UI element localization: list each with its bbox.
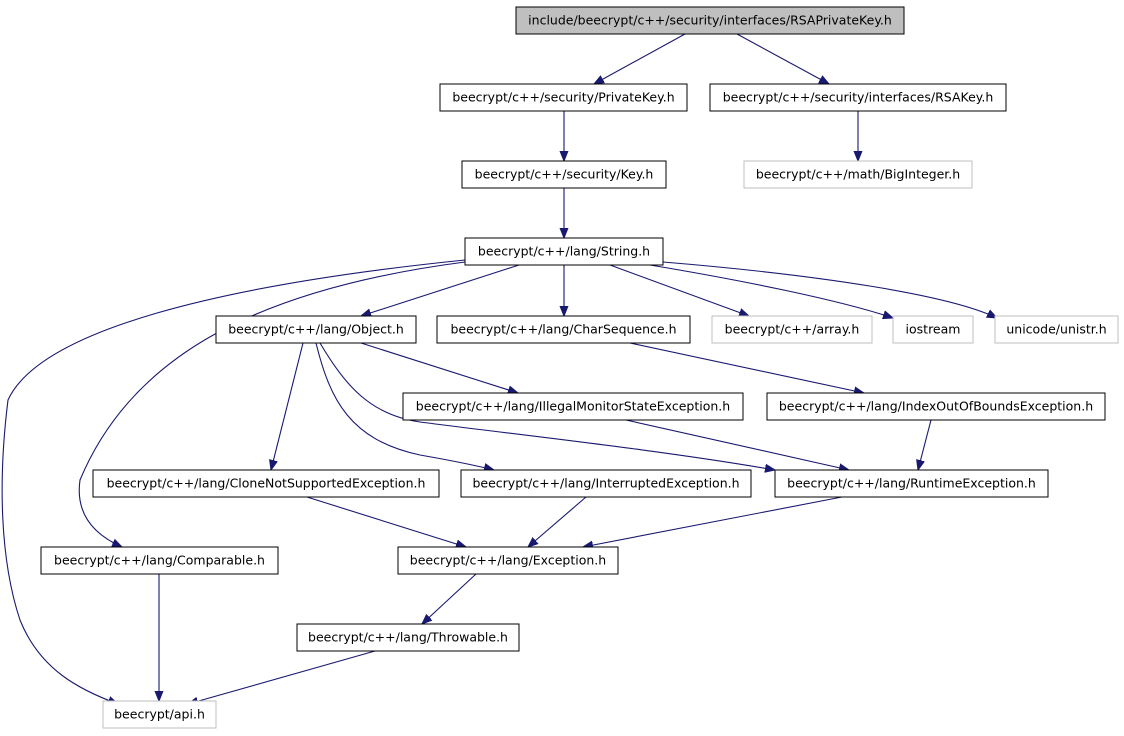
node-label: beecrypt/c++/lang/RuntimeException.h — [787, 476, 1036, 491]
node-string-h[interactable]: beecrypt/c++/lang/String.h — [464, 237, 664, 266]
edge-object-to-illegalmonitorstate — [360, 342, 518, 393]
edge-runtime-to-exception — [583, 496, 843, 547]
node-label: include/beecrypt/c++/security/interfaces… — [528, 13, 892, 28]
edge-string-to-iostream — [649, 264, 893, 318]
edge-clonenotsupported-to-exception — [306, 496, 466, 547]
node-indexoutofboundsexception-h[interactable]: beecrypt/c++/lang/IndexOutOfBoundsExcept… — [766, 392, 1106, 421]
node-label: unicode/unistr.h — [1006, 322, 1106, 337]
node-label: beecrypt/c++/security/Key.h — [475, 167, 654, 182]
node-label: iostream — [906, 322, 961, 337]
node-label: beecrypt/c++/lang/IndexOutOfBoundsExcept… — [779, 399, 1093, 414]
node-api-h: beecrypt/api.h — [102, 700, 217, 729]
node-unistr-h: unicode/unistr.h — [994, 315, 1119, 344]
edge-interrupted-to-exception — [528, 496, 587, 547]
node-label: beecrypt/c++/lang/Exception.h — [410, 553, 606, 568]
node-exception-h[interactable]: beecrypt/c++/lang/Exception.h — [397, 546, 619, 575]
node-label: beecrypt/c++/lang/CloneNotSupportedExcep… — [107, 476, 426, 491]
edge-string-to-unistr — [662, 261, 997, 318]
node-label: beecrypt/c++/lang/String.h — [478, 244, 650, 259]
edge-string-to-object — [361, 264, 520, 316]
node-comparable-h[interactable]: beecrypt/c++/lang/Comparable.h — [40, 546, 279, 575]
node-label: beecrypt/c++/security/PrivateKey.h — [452, 90, 674, 105]
node-array-h: beecrypt/c++/array.h — [711, 315, 873, 344]
node-label: beecrypt/c++/lang/CharSequence.h — [450, 322, 676, 337]
edges — [1, 33, 997, 704]
edge-throwable-to-api — [188, 650, 376, 704]
node-label: beecrypt/c++/lang/Throwable.h — [308, 630, 508, 645]
node-label: beecrypt/c++/lang/Object.h — [228, 322, 404, 337]
node-label: beecrypt/c++/security/interfaces/RSAKey.… — [723, 90, 994, 105]
node-privatekey-h[interactable]: beecrypt/c++/security/PrivateKey.h — [439, 83, 688, 112]
edge-rsaprivatekey-to-privatekey — [594, 33, 686, 84]
node-interruptedexception-h[interactable]: beecrypt/c++/lang/InterruptedException.h — [460, 469, 752, 498]
edge-object-to-runtime — [319, 342, 775, 470]
edge-indexoutofbounds-to-runtime — [918, 419, 932, 470]
node-label: beecrypt/c++/array.h — [725, 322, 860, 337]
node-label: beecrypt/api.h — [114, 707, 205, 722]
nodes: include/beecrypt/c++/security/interfaces… — [40, 6, 1119, 729]
node-throwable-h[interactable]: beecrypt/c++/lang/Throwable.h — [296, 623, 520, 652]
node-key-h[interactable]: beecrypt/c++/security/Key.h — [461, 160, 667, 189]
node-object-h[interactable]: beecrypt/c++/lang/Object.h — [215, 315, 417, 344]
edge-rsaprivatekey-to-rsakey — [736, 33, 829, 84]
node-rsakey-h[interactable]: beecrypt/c++/security/interfaces/RSAKey.… — [709, 83, 1007, 112]
node-clonenotsupportedexception-h[interactable]: beecrypt/c++/lang/CloneNotSupportedExcep… — [92, 469, 440, 498]
node-label: beecrypt/c++/lang/Comparable.h — [54, 553, 265, 568]
node-biginteger-h: beecrypt/c++/math/BigInteger.h — [743, 160, 973, 189]
node-rsaprivatekey-h: include/beecrypt/c++/security/interfaces… — [515, 6, 905, 35]
node-iostream: iostream — [892, 315, 974, 344]
edge-string-to-comparable — [78, 261, 466, 547]
edge-string-to-api — [1, 259, 466, 704]
edge-exception-to-throwable — [422, 573, 477, 624]
edge-string-to-array — [609, 264, 749, 316]
node-runtimeexception-h[interactable]: beecrypt/c++/lang/RuntimeException.h — [774, 469, 1049, 498]
edge-charsequence-to-indexoutofbounds — [629, 342, 864, 393]
node-illegalmonitorstateexception-h[interactable]: beecrypt/c++/lang/IllegalMonitorStateExc… — [402, 392, 744, 421]
node-charsequence-h[interactable]: beecrypt/c++/lang/CharSequence.h — [436, 315, 691, 344]
edge-object-to-clonenotsupported — [271, 342, 304, 470]
edge-illegalmonitorstate-to-runtime — [625, 419, 849, 470]
edge-object-to-interrupted — [315, 342, 494, 470]
node-label: beecrypt/c++/lang/InterruptedException.h — [472, 476, 739, 491]
node-label: beecrypt/c++/lang/IllegalMonitorStateExc… — [416, 399, 730, 414]
node-label: beecrypt/c++/math/BigInteger.h — [756, 167, 960, 182]
